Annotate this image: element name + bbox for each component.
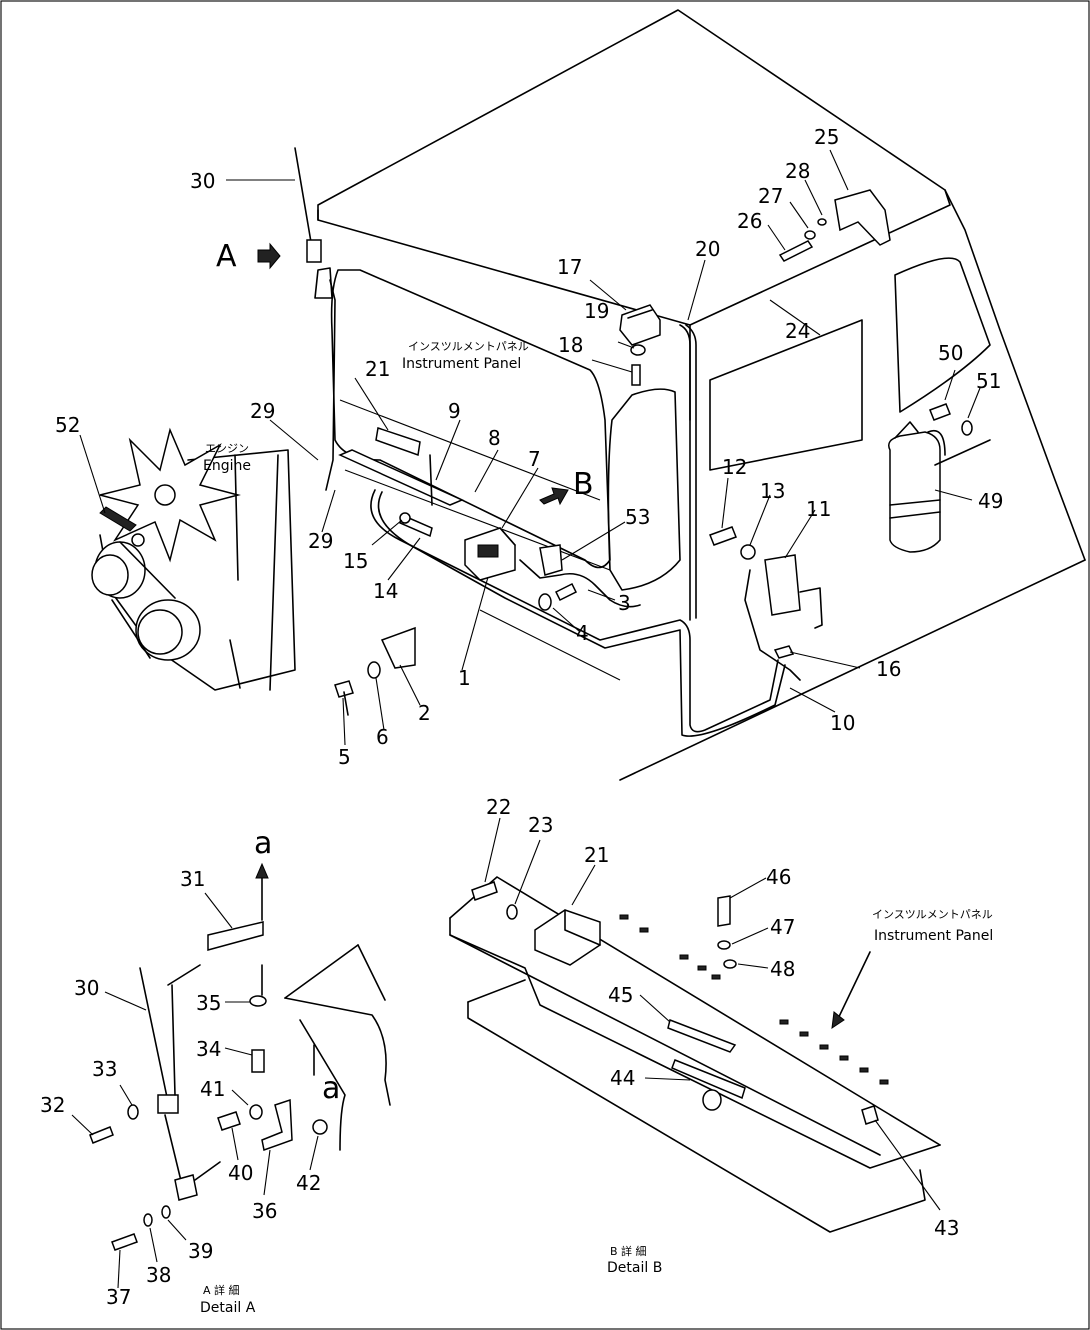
callout-2: 2: [418, 701, 431, 725]
detail-a-callout-31: 31: [180, 867, 205, 891]
callout-8: 8: [488, 426, 501, 450]
rear-speaker: [778, 189, 891, 262]
detail-a-callout-41: 41: [200, 1077, 225, 1101]
detail-a-callout-42: 42: [296, 1171, 321, 1195]
detail-a-callout-40: 40: [228, 1161, 253, 1185]
callout-53: 53: [625, 505, 650, 529]
detail-b-callout-21: 21: [584, 843, 609, 867]
detail-a-callout-32: 32: [40, 1093, 65, 1117]
detail-a-callout-35: 35: [196, 991, 221, 1015]
panel-label-jp: インスツルメントパネル: [408, 340, 529, 353]
detail-a-callout-34: 34: [196, 1037, 221, 1061]
callout-11: 11: [806, 497, 831, 521]
relay-11: [709, 526, 823, 659]
detail-b-callout-44: 44: [610, 1066, 635, 1090]
callout-29-upper: 29: [250, 399, 275, 423]
callout-15: 15: [343, 549, 368, 573]
callout-26: 26: [737, 209, 762, 233]
text-labels: エンジン Engine インスツルメントパネル Instrument Panel…: [200, 340, 993, 1316]
extinguisher-49: [888, 403, 991, 553]
wiring-harness: [325, 279, 801, 737]
reference-a-top: a: [254, 826, 272, 861]
markers: A B a a: [216, 239, 594, 1106]
callout-18: 18: [558, 333, 583, 357]
callout-10: 10: [830, 711, 855, 735]
callout-51: 51: [976, 369, 1001, 393]
callout-27: 27: [758, 184, 783, 208]
detail-b-caption-jp: B 詳 細: [610, 1244, 647, 1258]
callout-16: 16: [876, 657, 901, 681]
detail-b-callout-46: 46: [766, 865, 791, 889]
detail-b-callout-23: 23: [528, 813, 553, 837]
detail-a-callout-33: 33: [92, 1057, 117, 1081]
detail-b-callout-47: 47: [770, 915, 795, 939]
detail-b-callout-22: 22: [486, 795, 511, 819]
detail-b-caption-en: Detail B: [607, 1260, 662, 1276]
callout-50: 50: [938, 341, 963, 365]
leader-lines: [71, 149, 981, 1289]
callout-19: 19: [584, 299, 609, 323]
detail-a-caption-jp: A 詳 細: [203, 1283, 240, 1297]
detail-b-drawing: [449, 876, 941, 1233]
callout-20: 20: [695, 237, 720, 261]
roof-speaker: [619, 304, 661, 386]
view-marker-a: A: [216, 239, 237, 274]
callout-24: 24: [785, 319, 810, 343]
detail-a-callout-37: 37: [106, 1285, 131, 1309]
callout-14: 14: [373, 579, 398, 603]
callout-6: 6: [376, 725, 389, 749]
engine-label-jp: エンジン: [205, 442, 249, 455]
callout-1: 1: [458, 666, 471, 690]
detail-b-callout-48: 48: [770, 957, 795, 981]
callout-17: 17: [557, 255, 582, 279]
detail-a-caption-en: Detail A: [200, 1300, 256, 1316]
detail-a-callout-36: 36: [252, 1199, 277, 1223]
callout-numbers: 30 21 29 29 9 8 7 52 15 14 1 2 5 6 3 4 5…: [40, 125, 1003, 1309]
callout-30: 30: [190, 169, 215, 193]
detail-a-callout-38: 38: [146, 1263, 171, 1287]
detail-b-panel-label-jp: インスツルメントパネル: [872, 908, 993, 921]
engine-label-en: Engine: [203, 458, 251, 474]
callout-4: 4: [576, 621, 589, 645]
detail-b-callout-45: 45: [608, 983, 633, 1007]
detail-a-callout-39: 39: [188, 1239, 213, 1263]
callout-12: 12: [722, 455, 747, 479]
callout-9: 9: [448, 399, 461, 423]
detail-a-drawing: [89, 862, 391, 1251]
detail-a-callout-30: 30: [74, 976, 99, 1000]
radio-assembly: [334, 427, 578, 716]
antenna-main: [294, 147, 333, 299]
cab-body: [317, 9, 1086, 781]
callout-5: 5: [338, 745, 351, 769]
view-arrow-b: [539, 487, 569, 506]
view-arrow-a: [257, 242, 281, 270]
callout-25: 25: [814, 125, 839, 149]
engine-block: [91, 427, 296, 691]
view-marker-b: B: [573, 467, 594, 502]
callout-7: 7: [528, 447, 541, 471]
callout-29-lower: 29: [308, 529, 333, 553]
panel-label-en: Instrument Panel: [402, 356, 521, 372]
detail-b-panel-label-en: Instrument Panel: [874, 928, 993, 944]
detail-b-callout-43: 43: [934, 1216, 959, 1240]
callout-28: 28: [785, 159, 810, 183]
callout-52: 52: [55, 413, 80, 437]
callout-21: 21: [365, 357, 390, 381]
reference-a-side: a: [322, 1071, 340, 1106]
callout-3: 3: [618, 591, 631, 615]
callout-13: 13: [760, 479, 785, 503]
callout-49: 49: [978, 489, 1003, 513]
